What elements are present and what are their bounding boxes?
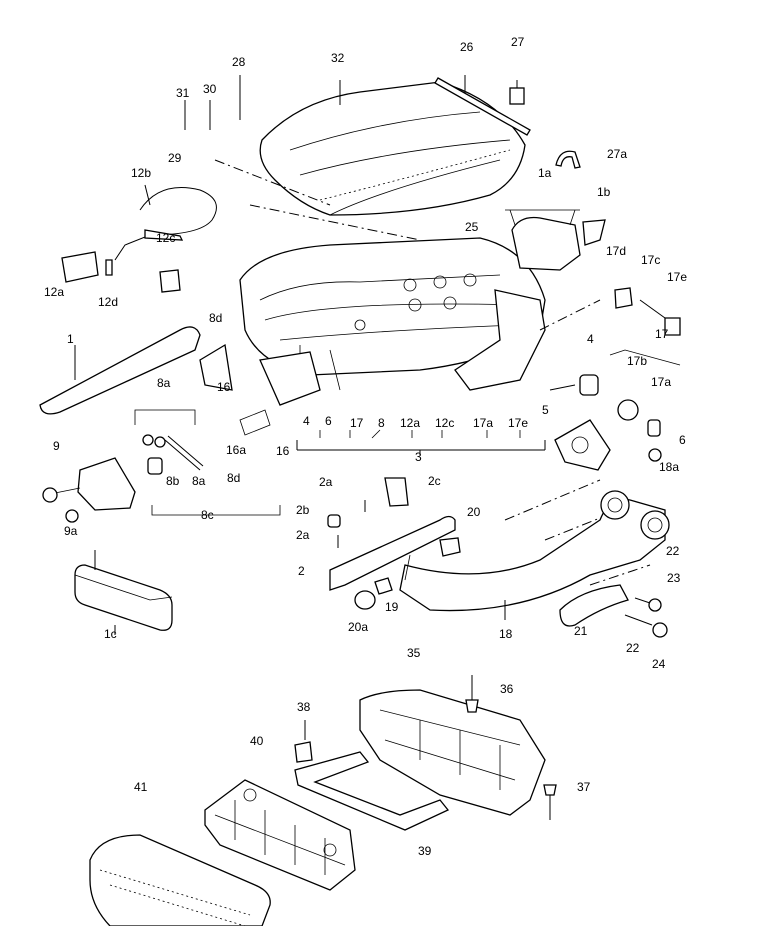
label-2: 2 bbox=[298, 564, 305, 578]
label-36: 36 bbox=[500, 682, 514, 696]
label-1a: 1a bbox=[538, 166, 552, 180]
clip-27 bbox=[509, 87, 525, 105]
label-16a: 16a bbox=[226, 443, 247, 457]
label-40: 40 bbox=[250, 734, 264, 748]
label-9a: 9a bbox=[64, 524, 78, 538]
bolt-set-8a bbox=[134, 409, 204, 475]
mechanism-16 bbox=[259, 351, 321, 406]
label-17-right: 17 bbox=[655, 327, 669, 341]
bolt-19 bbox=[374, 577, 393, 595]
label-8a-b: 8a bbox=[192, 474, 206, 488]
bracket-5 bbox=[554, 419, 611, 471]
cushion-1c bbox=[74, 564, 173, 631]
armrest-1 bbox=[39, 326, 201, 415]
label-6-right: 6 bbox=[679, 433, 686, 447]
label-12c-row: 12c bbox=[435, 416, 455, 430]
label-20a: 20a bbox=[348, 620, 369, 634]
seat-cover-part bbox=[259, 75, 526, 216]
label-24: 24 bbox=[652, 657, 666, 671]
label-8d-top: 8d bbox=[209, 311, 223, 325]
label-27a: 27a bbox=[607, 147, 628, 161]
rail-2 bbox=[329, 515, 456, 591]
knob-4 bbox=[579, 374, 599, 396]
label-37: 37 bbox=[577, 780, 591, 794]
label-39: 39 bbox=[418, 844, 432, 858]
label-22-top: 22 bbox=[666, 544, 680, 558]
label-12a-left: 12a bbox=[44, 285, 65, 299]
label-12c: 12c bbox=[156, 231, 176, 245]
label-26: 26 bbox=[460, 40, 474, 54]
foam-tray-40 bbox=[204, 779, 356, 891]
label-30: 30 bbox=[203, 82, 217, 96]
label-19: 19 bbox=[385, 600, 399, 614]
label-21: 21 bbox=[574, 624, 588, 638]
bracket-8d bbox=[199, 343, 233, 391]
bracket-17d bbox=[582, 219, 606, 246]
strip-26 bbox=[434, 77, 531, 136]
label-8b: 8b bbox=[166, 474, 180, 488]
label-1c: 1c bbox=[104, 627, 117, 641]
clip-20 bbox=[439, 537, 461, 557]
label-6-row: 6 bbox=[325, 414, 332, 428]
label-29: 29 bbox=[168, 151, 182, 165]
label-35: 35 bbox=[407, 646, 421, 660]
label-8c: 8c bbox=[201, 508, 214, 522]
seat-frame-part bbox=[239, 237, 546, 391]
label-20: 20 bbox=[467, 505, 481, 519]
label-8d-b: 8d bbox=[227, 471, 241, 485]
label-32: 32 bbox=[331, 51, 345, 65]
frame-39 bbox=[294, 751, 450, 831]
plug-20a bbox=[354, 590, 376, 610]
label-12b: 12b bbox=[131, 166, 152, 180]
label-22-b: 22 bbox=[626, 641, 640, 655]
label-17-row: 17 bbox=[350, 416, 364, 430]
label-31: 31 bbox=[176, 86, 190, 100]
clip-38 bbox=[294, 741, 313, 763]
label-8-row: 8 bbox=[378, 416, 385, 430]
label-17b: 17b bbox=[627, 354, 648, 368]
label-4-right: 4 bbox=[587, 332, 594, 346]
label-1: 1 bbox=[67, 332, 74, 346]
label-2a-top: 2a bbox=[319, 475, 333, 489]
label-41: 41 bbox=[134, 780, 148, 794]
label-2c: 2c bbox=[428, 474, 441, 488]
label-17d: 17d bbox=[606, 244, 627, 258]
routing-line bbox=[214, 159, 651, 586]
label-12a-row: 12a bbox=[400, 416, 421, 430]
label-5: 5 bbox=[542, 403, 549, 417]
label-1b: 1b bbox=[597, 185, 611, 199]
cap-17a bbox=[647, 419, 661, 437]
label-18a: 18a bbox=[659, 460, 680, 474]
label-38: 38 bbox=[297, 700, 311, 714]
label-23: 23 bbox=[667, 571, 681, 585]
clip-27a bbox=[555, 150, 581, 169]
label-28: 28 bbox=[232, 55, 246, 69]
label-3: 3 bbox=[415, 450, 422, 464]
label-17c: 17c bbox=[641, 253, 661, 267]
label-17e-row: 17e bbox=[508, 416, 529, 430]
label-16-mid: 16 bbox=[217, 380, 231, 394]
cushion-41 bbox=[89, 834, 271, 926]
mechanism-1b bbox=[511, 216, 581, 271]
label-17a-right: 17a bbox=[651, 375, 672, 389]
label-25: 25 bbox=[465, 220, 479, 234]
lever-21 bbox=[559, 584, 629, 627]
label-4-row: 4 bbox=[303, 414, 310, 428]
label-16-row: 16 bbox=[276, 444, 290, 458]
label-2b: 2b bbox=[296, 503, 310, 517]
label-2a-b: 2a bbox=[296, 528, 310, 542]
label-17e-top: 17e bbox=[667, 270, 688, 284]
label-12d: 12d bbox=[98, 295, 119, 309]
shell-35 bbox=[359, 689, 546, 816]
label-18: 18 bbox=[499, 627, 513, 641]
label-8a-left: 8a bbox=[157, 376, 171, 390]
pulley-17b bbox=[617, 399, 639, 421]
cable-12b bbox=[61, 187, 217, 293]
label-17a-row: 17a bbox=[473, 416, 494, 430]
label-9: 9 bbox=[53, 439, 60, 453]
bracket-9 bbox=[77, 457, 136, 511]
label-27: 27 bbox=[511, 35, 525, 49]
